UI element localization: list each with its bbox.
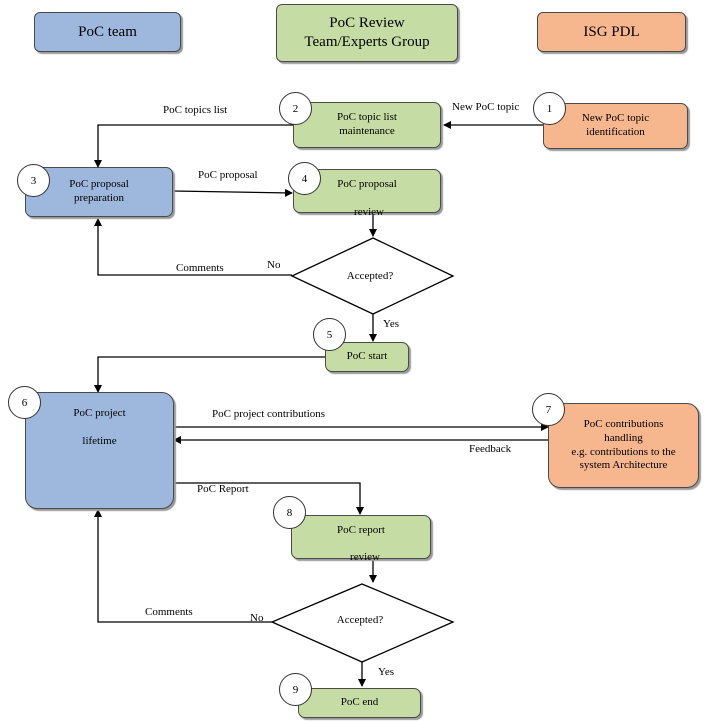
arrow-report: [174, 482, 364, 515]
header-review-group: PoC Review Team/Experts Group: [276, 4, 458, 62]
step-5-number: 5: [313, 318, 346, 351]
header-poc-team-label: PoC team: [78, 23, 137, 40]
header-isg-pdl: ISG PDL: [537, 12, 686, 52]
edge-label-new-poc-topic: New PoC topic: [452, 101, 520, 113]
decision-2-label: Accepted?: [336, 614, 384, 626]
step-9-box: PoC end: [298, 688, 421, 718]
step-6-number: 6: [8, 386, 41, 419]
edge-label-poc-report: PoC Report: [197, 483, 249, 495]
step-1-number: 1: [533, 92, 566, 125]
step-5-label: PoC start: [346, 350, 388, 363]
step-9-label: PoC end: [340, 696, 379, 709]
edge-label-comments-2: Comments: [145, 606, 193, 618]
arrow-list-to-proposal-prep: [94, 124, 293, 168]
edge-label-poc-proposal: PoC proposal: [198, 169, 258, 181]
step-8-label: PoC report: [337, 524, 385, 536]
step-3-number: 3: [17, 164, 50, 197]
step-8-box: PoC report: [291, 515, 431, 559]
header-review-group-label: PoC Review Team/Experts Group: [304, 15, 430, 50]
step-3-box: PoC proposal preparation: [25, 167, 173, 217]
step-7-number: 7: [532, 393, 565, 426]
decision-1-label: Accepted?: [346, 270, 394, 282]
edge-label-no-2: No: [250, 612, 264, 624]
step-1-label: New PoC topic identification: [581, 112, 650, 138]
edge-label-project-contributions: PoC project contributions: [212, 408, 326, 420]
decision-diamond-1: [290, 237, 455, 315]
step-7-box: PoC contributions handling e.g. contribu…: [548, 403, 699, 488]
arrow-prep-to-review: [172, 188, 293, 197]
step-6-label: PoC project lifetime: [73, 407, 126, 447]
step-4-label: PoC proposal: [337, 178, 397, 190]
step-7-label: PoC contributions handling e.g. contribu…: [571, 418, 676, 472]
arrow-decision-2-no: [94, 509, 272, 623]
step-2-number: 2: [279, 92, 312, 125]
edge-label-comments-1: Comments: [176, 262, 224, 274]
header-poc-team: PoC team: [34, 12, 181, 52]
edge-label-no-1: No: [267, 259, 281, 271]
edge-label-yes-2: Yes: [378, 666, 395, 678]
step-1-box: New PoC topic identification: [543, 103, 688, 149]
step-8-label-overflow: review: [350, 551, 380, 563]
arrow-start-to-lifetime: [94, 356, 325, 393]
header-isg-pdl-label: ISG PDL: [583, 23, 640, 40]
arrow-decision-1-no: [94, 218, 292, 276]
step-8-number: 8: [273, 496, 306, 529]
edge-label-topics-list: PoC topics list: [163, 104, 228, 116]
step-3-label: PoC proposal preparation: [69, 178, 129, 204]
step-4-label-overflow: review: [354, 206, 384, 218]
step-4-number: 4: [288, 162, 321, 195]
step-9-number: 9: [279, 673, 312, 706]
step-2-box: PoC topic list maintenance: [293, 102, 441, 148]
edge-label-yes-1: Yes: [383, 318, 400, 330]
edge-label-feedback: Feedback: [469, 443, 512, 455]
decision-diamond-2: [270, 583, 455, 663]
step-2-label: PoC topic list maintenance: [337, 111, 397, 137]
step-6-box: PoC project lifetime: [25, 392, 174, 509]
